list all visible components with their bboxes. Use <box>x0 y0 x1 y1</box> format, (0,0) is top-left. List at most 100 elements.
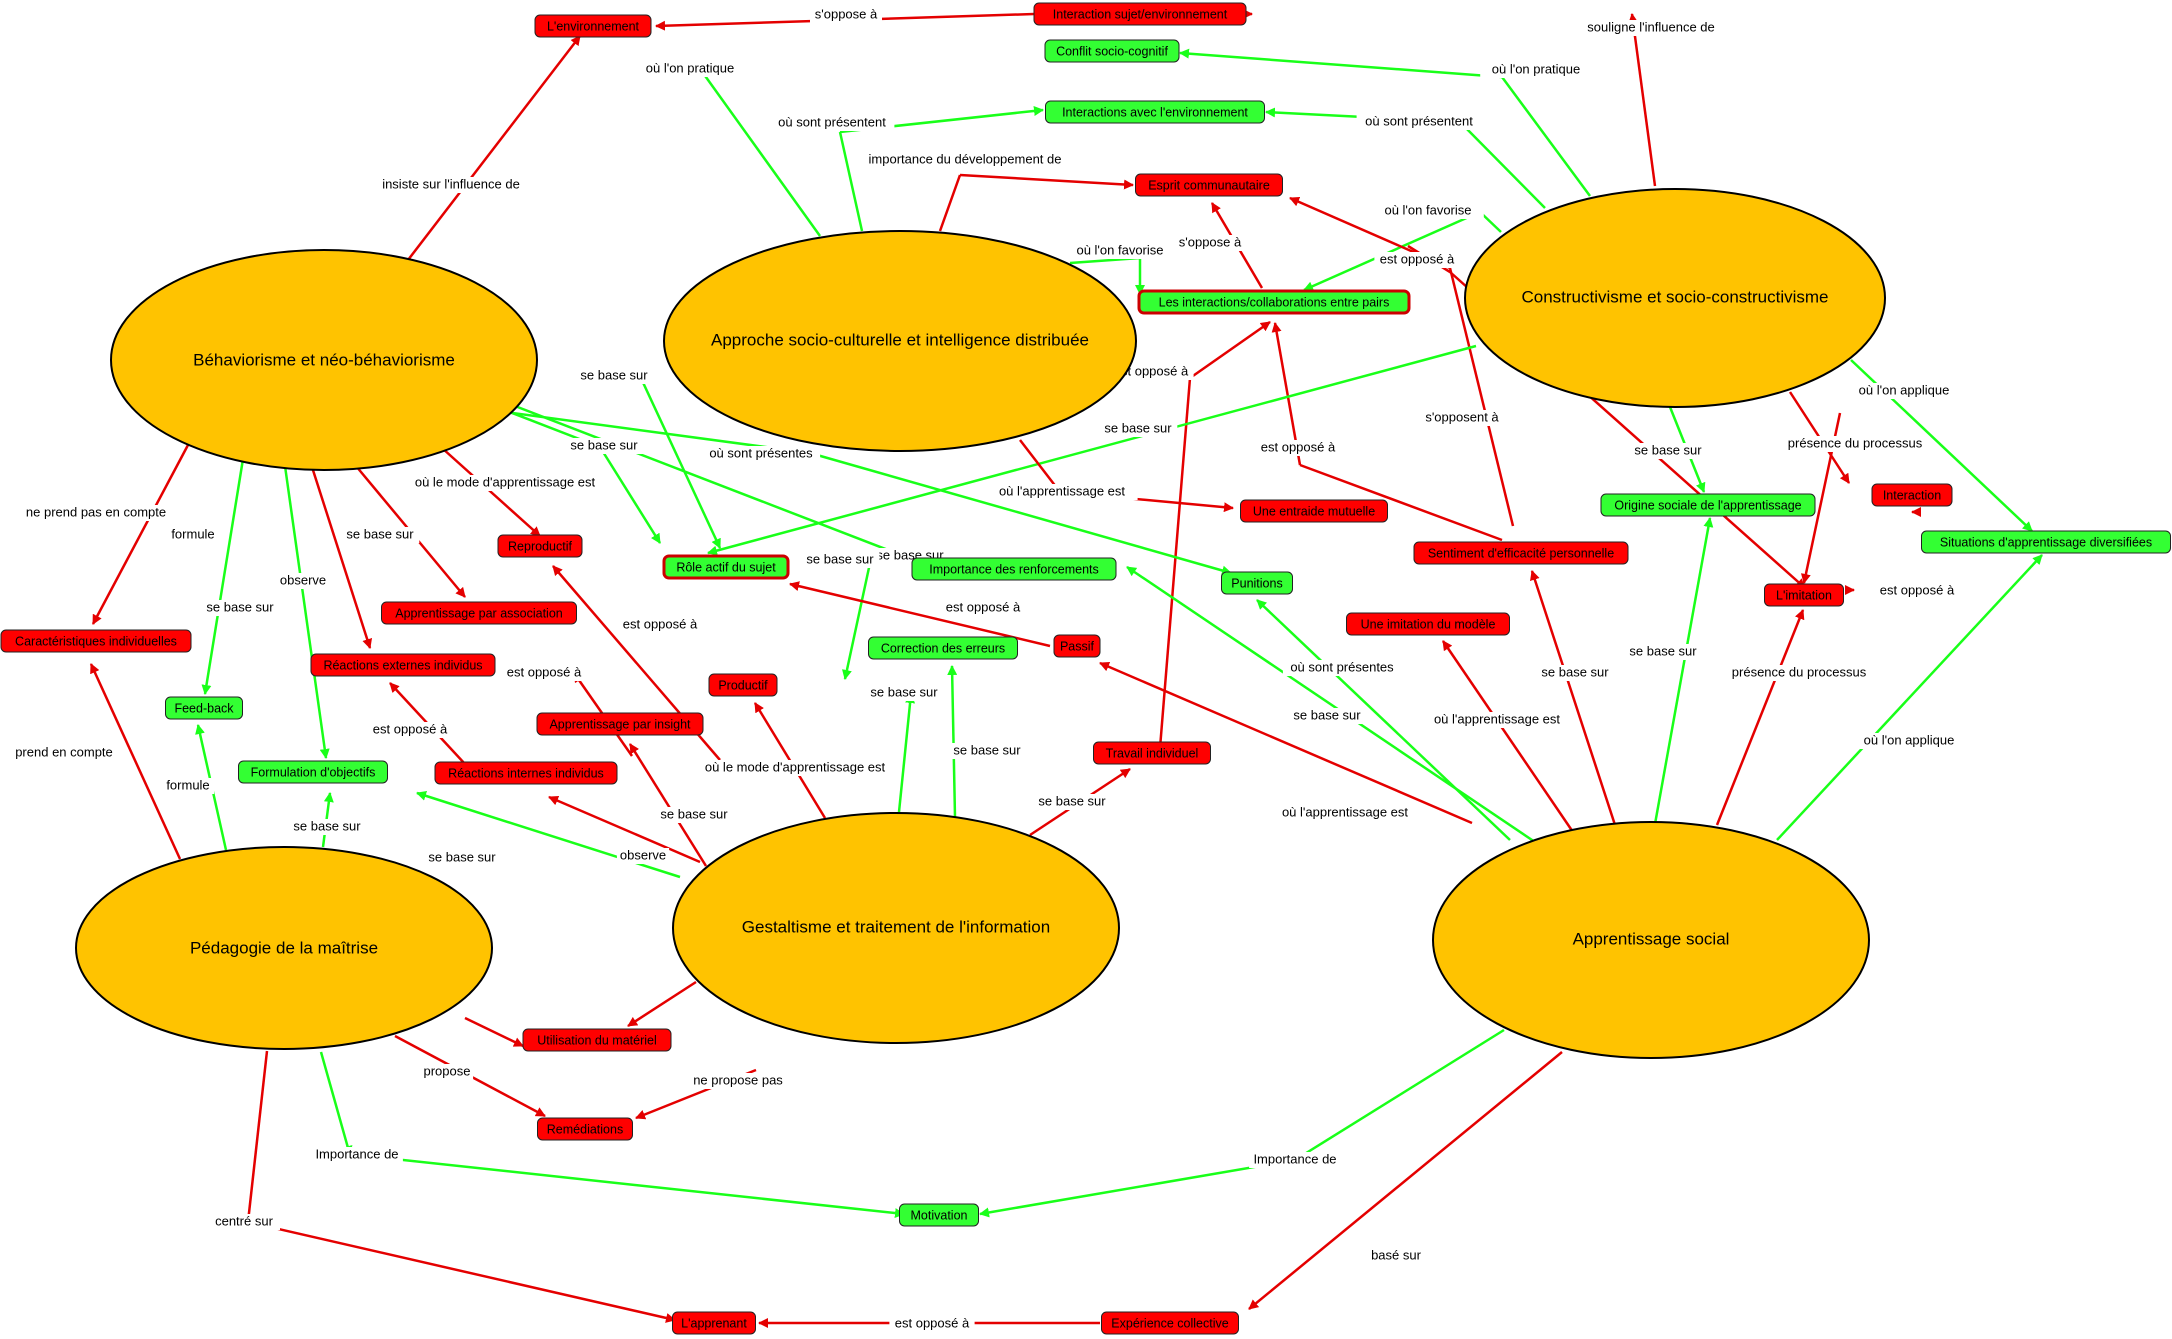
concept-limitation[interactable]: L'imitation <box>1764 583 1844 607</box>
connection-label-text: se base sur <box>1104 420 1172 435</box>
concept-reactions-internes[interactable]: Réactions internes individus <box>434 761 618 785</box>
concept-interaction-sujet[interactable]: Interaction sujet/environnement <box>1033 2 1247 26</box>
connection-label-text: où le mode d'apprentissage est <box>415 474 596 489</box>
connection-label: formule <box>161 777 215 794</box>
connection-label: se base sur <box>947 742 1027 759</box>
connection-label-text: se base sur <box>1038 793 1106 808</box>
connection-label-text: se base sur <box>580 367 648 382</box>
connection-label-text: où l'on favorise <box>1384 202 1471 217</box>
connection-label-bg <box>800 552 880 568</box>
concept-motivation[interactable]: Motivation <box>899 1203 979 1227</box>
connection-label-text: se base sur <box>660 806 728 821</box>
connection-label-text: où le mode d'apprentissage est <box>705 759 886 774</box>
connection-label: se base sur <box>1098 420 1178 437</box>
connection-label-text: s'opposent à <box>1425 409 1499 424</box>
connection-label-bg <box>864 685 944 701</box>
connection-label: Importance de <box>311 1146 403 1163</box>
theory-constructivisme[interactable]: Constructivisme et socio-constructivisme <box>1464 188 1886 408</box>
connection-label: se base sur <box>654 806 734 823</box>
concept-environnement[interactable]: L'environnement <box>534 14 652 38</box>
concept-esprit[interactable]: Esprit communautaire <box>1135 173 1283 197</box>
connection-label-bg <box>1628 443 1708 459</box>
theory-ellipse <box>75 846 493 1050</box>
connection-label-bg <box>574 368 654 384</box>
connection-label: s'oppose à <box>810 6 882 23</box>
concept-label: Punitions <box>1231 576 1282 590</box>
concept-conflit[interactable]: Conflit socio-cognitif <box>1044 39 1180 63</box>
concept-label: Interaction sujet/environnement <box>1053 7 1228 21</box>
concept-role-actif[interactable]: Rôle actif du sujet <box>662 554 790 580</box>
connection-label-bg <box>1064 243 1176 259</box>
theory-social[interactable]: Apprentissage social <box>1432 821 1870 1059</box>
concept-experience[interactable]: Expérience collective <box>1101 1311 1239 1335</box>
theory-socioculturelle[interactable]: Approche socio-culturelle et intelligenc… <box>663 230 1137 452</box>
connection-label-bg <box>564 438 644 454</box>
theory-maitrise[interactable]: Pédagogie de la maîtrise <box>75 846 493 1050</box>
concept-renforcements[interactable]: Importance des renforcements <box>911 557 1117 581</box>
concept-feedback[interactable]: Feed-back <box>165 696 243 720</box>
connection-line <box>598 446 662 544</box>
connection-label-bg <box>634 61 746 77</box>
concept-label: Correction des erreurs <box>881 641 1005 655</box>
concept-interactions-env[interactable]: Interactions avec l'environnement <box>1045 100 1265 124</box>
connection-label: ne propose pas <box>688 1072 788 1089</box>
concept-sentiment[interactable]: Sentiment d'efficacité personnelle <box>1413 541 1629 565</box>
connection-label: où l'on applique <box>1848 382 1960 399</box>
concept-imitation-modele[interactable]: Une imitation du modèle <box>1346 612 1510 636</box>
connection-label-text: insiste sur l'influence de <box>382 176 520 191</box>
concept-caracteristiques[interactable]: Caractéristiques individuelles <box>0 629 192 653</box>
concept-formulation[interactable]: Formulation d'objectifs <box>238 760 388 784</box>
connection-line <box>696 65 822 237</box>
concept-label: Reproductif <box>508 539 572 553</box>
theory-label: Pédagogie de la maîtrise <box>190 938 378 957</box>
theory-gestaltisme[interactable]: Gestaltisme et traitement de l'informati… <box>672 812 1120 1044</box>
connection-label-bg <box>367 722 453 738</box>
connection-label-bg <box>810 7 882 23</box>
theory-behaviorisme[interactable]: Béhaviorisme et néo-béhaviorisme <box>110 249 538 471</box>
connection-label-text: où l'on favorise <box>1076 242 1163 257</box>
connection-label-text: se base sur <box>1629 643 1697 658</box>
concept-origine[interactable]: Origine sociale de l'apprentissage <box>1600 493 1816 517</box>
concept-reactions-externes[interactable]: Réactions externes individus <box>310 653 496 677</box>
concept-app-association[interactable]: Apprentissage par association <box>381 601 577 625</box>
concept-reproductif[interactable]: Reproductif <box>497 534 583 558</box>
concept-box <box>1764 583 1844 607</box>
connection-label-text: où l'on pratique <box>646 60 735 75</box>
concept-productif[interactable]: Productif <box>708 673 778 697</box>
connection-label-bg <box>616 848 670 864</box>
concept-situations[interactable]: Situations d'apprentissage diversifiées <box>1921 530 2171 554</box>
concept-label: Importance des renforcements <box>929 562 1099 576</box>
connection-label-text: prend en compte <box>15 744 113 759</box>
connection-label: se base sur <box>800 551 880 568</box>
concept-interaction[interactable]: Interaction <box>1871 483 1953 507</box>
concept-remediations[interactable]: Remédiations <box>537 1117 633 1141</box>
connection-label-text: où l'apprentissage est <box>1434 711 1560 726</box>
connection-label-bg <box>1535 665 1615 681</box>
concept-interactions-pairs[interactable]: Les interactions/collaborations entre pa… <box>1137 289 1411 315</box>
connection-label: s'opposent à <box>1419 409 1505 426</box>
connection-label-bg <box>1374 252 1460 268</box>
concept-app-insight[interactable]: Apprentissage par insight <box>536 712 704 736</box>
connection-label: où sont présentent <box>769 114 895 131</box>
concept-travail[interactable]: Travail individuel <box>1093 741 1211 765</box>
concept-label: Travail individuel <box>1106 746 1199 760</box>
connection-label: Importance de <box>1249 1151 1341 1168</box>
connection-label-bg <box>161 778 215 794</box>
connection-label: où sont présentent <box>1356 113 1482 130</box>
connection-line <box>1179 48 1503 79</box>
concept-box <box>1135 173 1283 197</box>
concept-box <box>1921 530 2171 554</box>
concept-punitions[interactable]: Punitions <box>1221 571 1293 595</box>
concept-correction[interactable]: Correction des erreurs <box>868 636 1018 660</box>
concept-box <box>672 1311 756 1335</box>
concept-utilisation[interactable]: Utilisation du matériel <box>522 1028 672 1052</box>
connection-label-bg <box>1032 794 1112 810</box>
connection-label-text: formule <box>166 777 209 792</box>
concept-apprenant[interactable]: L'apprenant <box>672 1311 756 1335</box>
connection-label-text: se base sur <box>1634 442 1702 457</box>
concept-passif[interactable]: Passif <box>1053 634 1101 658</box>
concept-entraide[interactable]: Une entraide mutuelle <box>1240 499 1388 523</box>
connection-line <box>809 451 1232 576</box>
connection-line <box>283 465 330 759</box>
